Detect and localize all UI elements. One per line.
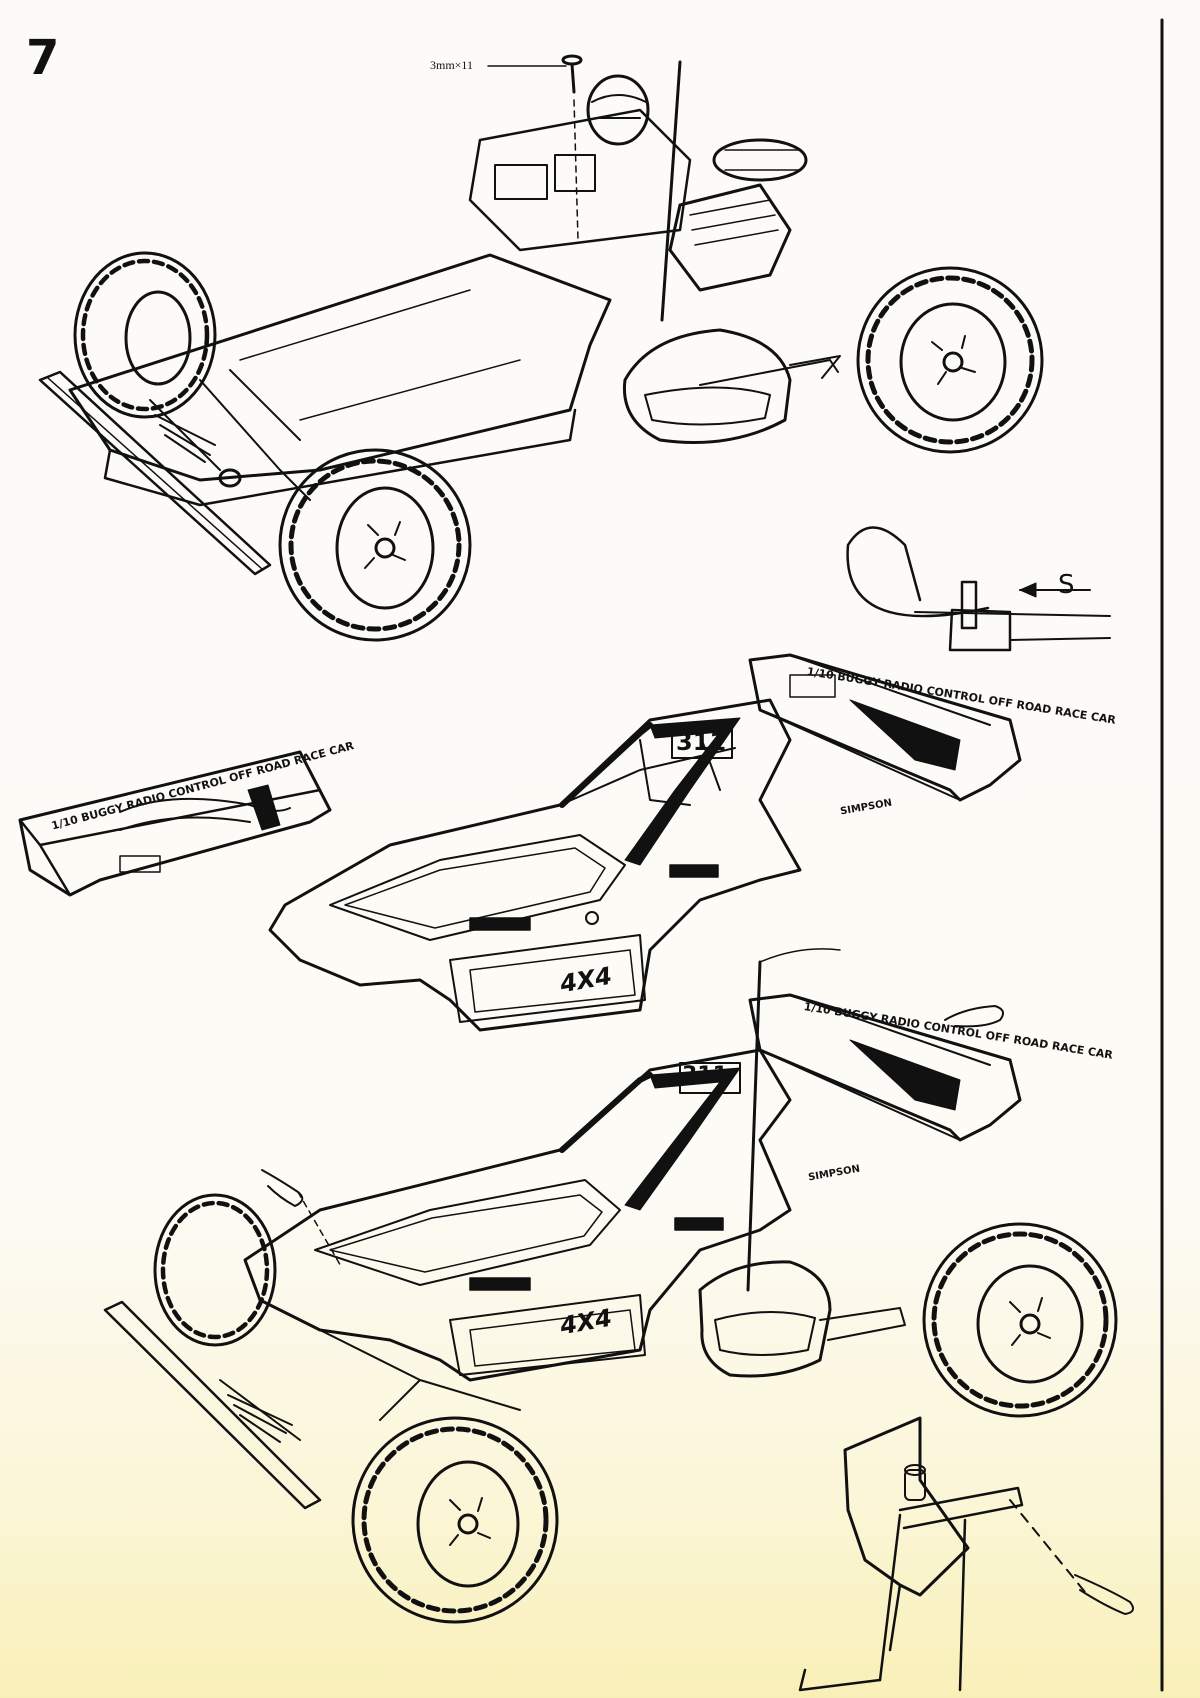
step-number: 7: [26, 30, 60, 86]
front-wheel-far: [153, 1193, 277, 1347]
motor: [668, 183, 792, 292]
battery-pack: [622, 328, 841, 444]
front-wheel-near: [351, 1416, 559, 1624]
screw-3mm: [561, 54, 583, 241]
servo-tray: [468, 108, 692, 252]
front-shock-final: [219, 1379, 301, 1443]
body-clip-detail: [846, 526, 1111, 652]
front-suspension-arm: [199, 369, 311, 501]
body-clip-pin-front: [261, 1169, 343, 1269]
screw-size-label: 3mm×11: [430, 58, 473, 72]
rear-wheel-right: [856, 266, 1044, 454]
rear-wheel-final: [922, 1222, 1118, 1418]
body-clip-pin-rear: [944, 1005, 1005, 1028]
front-wheel-left: [73, 251, 217, 419]
rear-shock: [712, 138, 808, 182]
separate-rear-wing: [18, 750, 332, 897]
detail-arrow-head: [1019, 582, 1037, 598]
front-wheel-front: [278, 448, 472, 642]
battery-pack-final: [698, 1260, 906, 1378]
complete-buggy: [103, 948, 1118, 1624]
front-bumper: [38, 370, 272, 576]
front-shock: [149, 399, 242, 488]
antenna-rod: [660, 60, 682, 322]
front-bumper-final: [103, 1300, 322, 1510]
detail-label-s: S: [1058, 570, 1075, 600]
car-number-decal-final: 311: [682, 1063, 728, 1088]
antenna-final: [746, 960, 762, 1292]
body-clip-pin-detail: [1074, 1574, 1135, 1615]
roll-cage-stripe: [624, 717, 741, 866]
body-shell: [268, 698, 802, 1032]
body-mount-detail: [798, 1416, 1135, 1692]
driver-helmet: [586, 74, 650, 146]
mounted-rear-wing: [748, 653, 1022, 802]
car-number-decal: 311: [676, 728, 727, 756]
chassis-drawing: [38, 54, 1044, 642]
